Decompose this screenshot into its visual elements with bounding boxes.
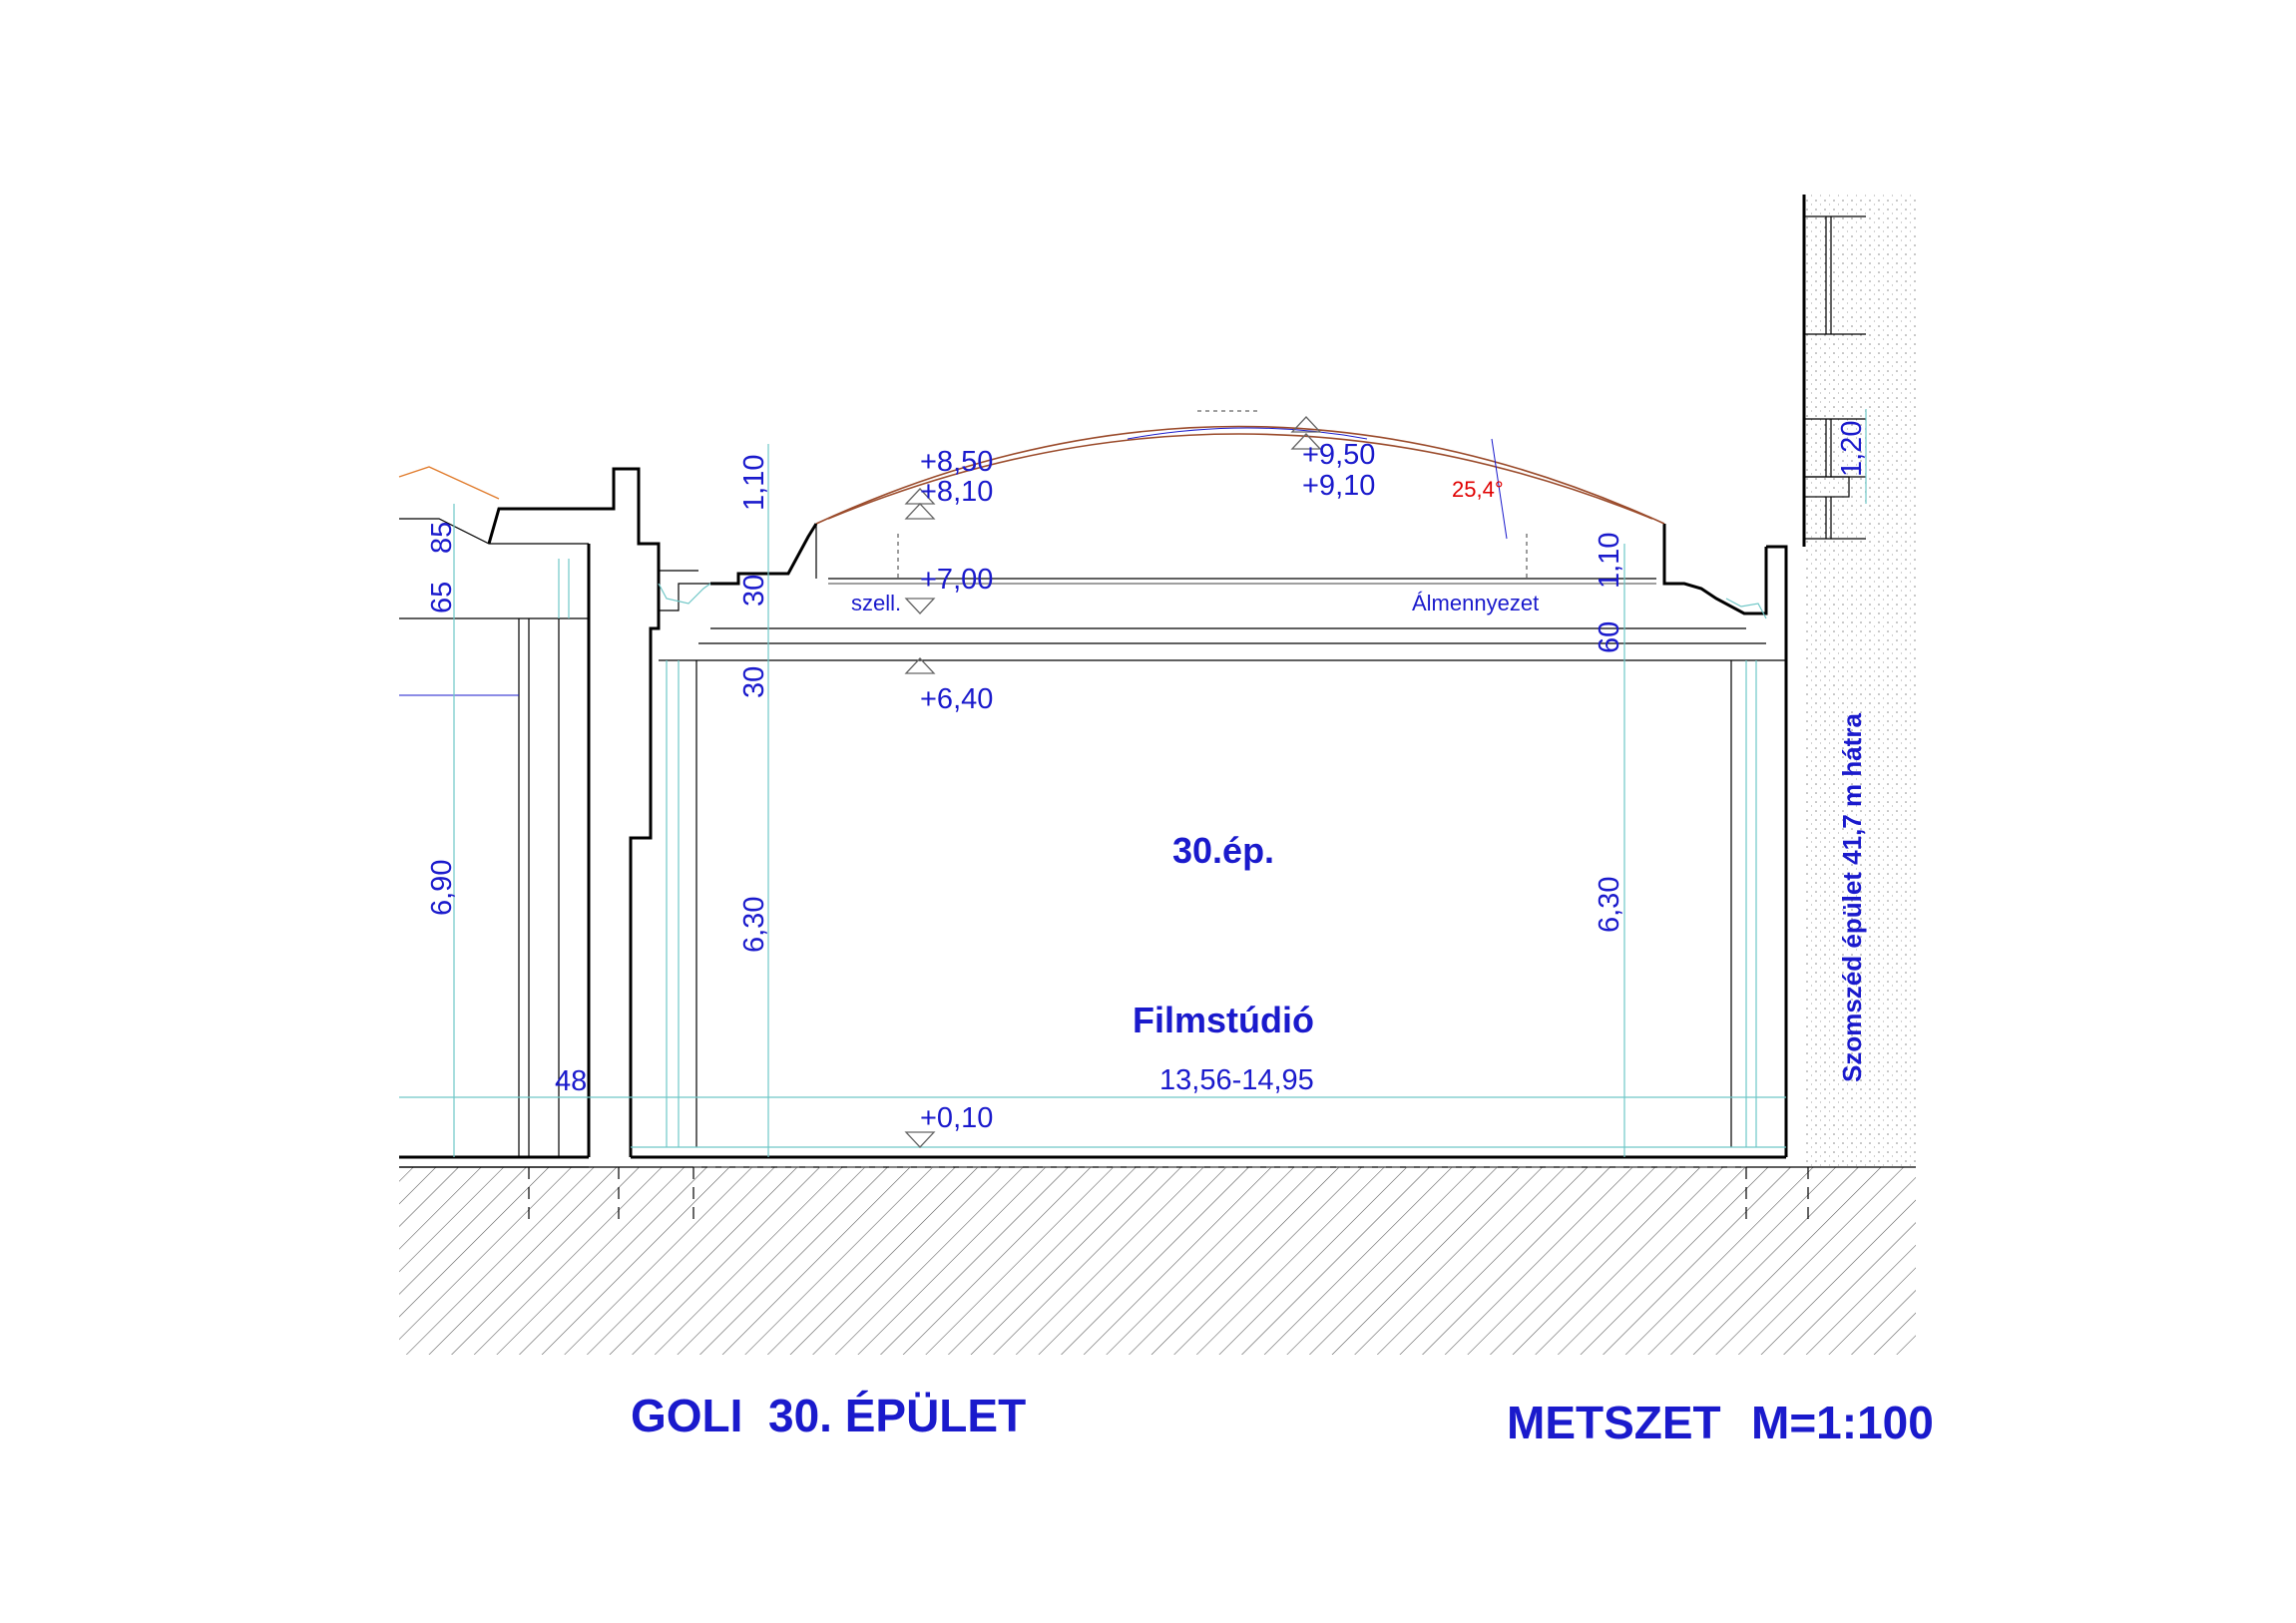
dimension-lines: [399, 409, 1867, 1157]
left-building: [398, 466, 629, 1227]
dim-48: 48: [555, 1065, 587, 1097]
dim-30-b: 30: [738, 666, 770, 698]
ground-hatch: [399, 1166, 1916, 1355]
level-markers: [904, 416, 1322, 1148]
dim-30-a: 30: [738, 575, 770, 607]
neighbor-soil: [1806, 195, 1916, 1167]
scale-title: M=1:100: [1751, 1397, 1934, 1448]
dim-65: 65: [426, 582, 458, 613]
level-side-inner: +8,10: [920, 476, 993, 508]
dim-1-10-left: 1,10: [738, 455, 770, 511]
building-number: 30.ép.: [1172, 830, 1274, 871]
neighbor-facade: [1802, 195, 1866, 547]
vent-label: szell.: [851, 591, 901, 615]
level-side-top: +8,50: [920, 446, 993, 478]
level-top: +9,50: [1302, 439, 1375, 471]
dim-6-90: 6,90: [426, 860, 458, 916]
room-name: Filmstúdió: [1133, 1000, 1314, 1040]
section-title: METSZET: [1507, 1397, 1721, 1448]
roof-angle: 25,4°: [1452, 477, 1504, 502]
suspended-ceiling-label: Álmennyezet: [1412, 591, 1539, 615]
level-floor: +0,10: [920, 1102, 993, 1134]
dim-6-30-right: 6,30: [1594, 877, 1625, 933]
neighbor-label: Szomszéd épület 41,7 m hátra: [1837, 713, 1867, 1082]
level-top-inner: +9,10: [1302, 470, 1375, 502]
dim-85: 85: [426, 522, 458, 554]
dim-1-10-right: 1,10: [1594, 533, 1625, 589]
level-ceiling: +6,40: [920, 683, 993, 715]
dim-1-20: 1,20: [1836, 421, 1868, 477]
level-suspended: +7,00: [920, 564, 993, 596]
main-building: [618, 467, 1809, 1222]
project-title: GOLI 30. ÉPÜLET: [631, 1390, 1026, 1441]
roof-arch: [815, 410, 1665, 579]
dim-60: 60: [1594, 621, 1625, 653]
dim-6-30-left: 6,30: [738, 897, 770, 953]
dim-span: 13,56-14,95: [1159, 1064, 1314, 1096]
